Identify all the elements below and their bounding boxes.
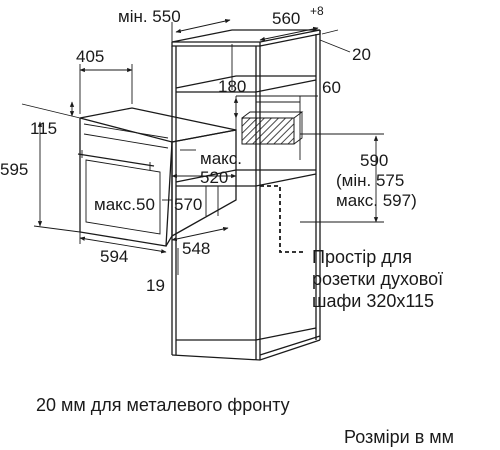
- dimension-lines: [21, 18, 384, 275]
- dim-548: 548: [182, 239, 210, 258]
- metal-front-note: 20 мм для металевого фронту: [36, 395, 290, 415]
- dim-min-575: (мін. 575: [336, 171, 404, 190]
- dim-19: 19: [146, 276, 165, 295]
- dim-max-597: макс. 597): [336, 191, 417, 210]
- dim-180: 180: [218, 77, 246, 96]
- dim-590: 590: [360, 151, 388, 170]
- dim-max-520-label: макс.: [200, 149, 242, 168]
- dim-60: 60: [322, 78, 341, 97]
- dim-570: 570: [174, 195, 202, 214]
- dim-max-520-value: 520: [200, 168, 228, 187]
- dim-560: 560: [272, 9, 300, 28]
- socket-note-line2: розетки духової: [312, 269, 443, 289]
- dim-560-tolerance: +8: [310, 4, 324, 18]
- dim-595: 595: [0, 160, 28, 179]
- dim-min-550: мін. 550: [118, 7, 181, 26]
- dim-20: 20: [352, 45, 371, 64]
- dim-max-50: макс.50: [94, 195, 155, 214]
- dim-405: 405: [76, 47, 104, 66]
- units-note: Розміри в мм: [344, 427, 454, 447]
- socket-note-line1: Простір для: [312, 247, 412, 267]
- dim-594: 594: [100, 247, 128, 266]
- socket-note-line3: шафи 320x115: [312, 291, 434, 311]
- dim-115: 115: [30, 119, 57, 138]
